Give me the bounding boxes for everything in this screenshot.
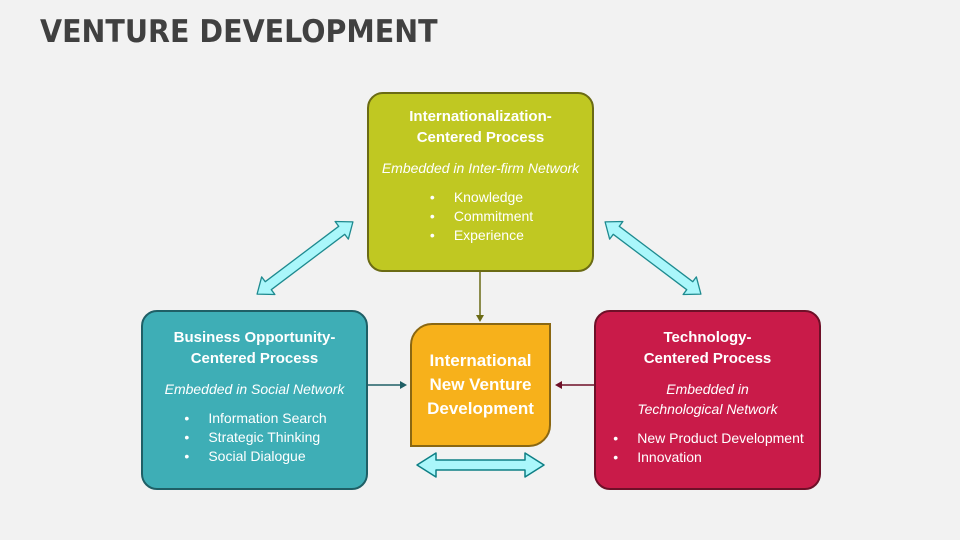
technology-heading: Technology- Centered Process [596,327,819,369]
internationalization-heading: Internationalization- Centered Process [369,106,592,148]
business-opportunity-subtitle: Embedded in Social Network [164,381,345,397]
heading-line-1: Business Opportunity- [173,329,336,346]
arrow-left-to-center [368,381,407,389]
technology-subtitle: Embedded in Technological Network [596,379,819,419]
list-item: Commitment [428,207,533,226]
center-line-1: International [429,351,532,370]
arrow-right-to-center [555,381,594,389]
list-item: Social Dialogue [182,447,326,466]
list-item: Innovation [611,448,804,467]
heading-line-2: Centered Process [190,350,319,367]
double-arrow-top-right-icon [604,220,702,296]
business-opportunity-process-box: Business Opportunity- Centered Process E… [141,310,368,490]
internationalization-subtitle: Embedded in Inter-firm Network [381,160,580,176]
arrow-top-to-center [476,272,484,322]
internationalization-process-box: Internationalization- Centered Process E… [367,92,594,272]
business-opportunity-heading: Business Opportunity- Centered Process [143,327,366,369]
business-opportunity-list: Information Search Strategic Thinking So… [182,409,326,466]
double-arrow-bottom-icon [416,452,545,478]
list-item: Knowledge [428,188,533,207]
list-item: Experience [428,226,533,245]
center-line-3: Development [427,399,534,418]
international-new-venture-development-box: International New Venture Development [410,323,551,447]
page-title: VENTURE DEVELOPMENT [40,14,438,50]
heading-line-2: Centered Process [416,129,545,146]
heading-line-1: Internationalization- [409,108,552,125]
subtitle-line-2: Technological Network [637,401,778,417]
center-line-2: New Venture [429,375,532,394]
internationalization-list: Knowledge Commitment Experience [428,188,533,245]
list-item: New Product Development [611,429,804,448]
center-label: International New Venture Development [427,349,534,421]
technology-process-box: Technology- Centered Process Embedded in… [594,310,821,490]
double-arrow-left-top-icon [256,220,354,296]
heading-line-2: Centered Process [643,350,772,367]
subtitle-line-1: Embedded in [666,381,749,397]
technology-list: New Product Development Innovation [611,429,804,467]
list-item: Strategic Thinking [182,428,326,447]
list-item: Information Search [182,409,326,428]
heading-line-1: Technology- [663,329,752,346]
